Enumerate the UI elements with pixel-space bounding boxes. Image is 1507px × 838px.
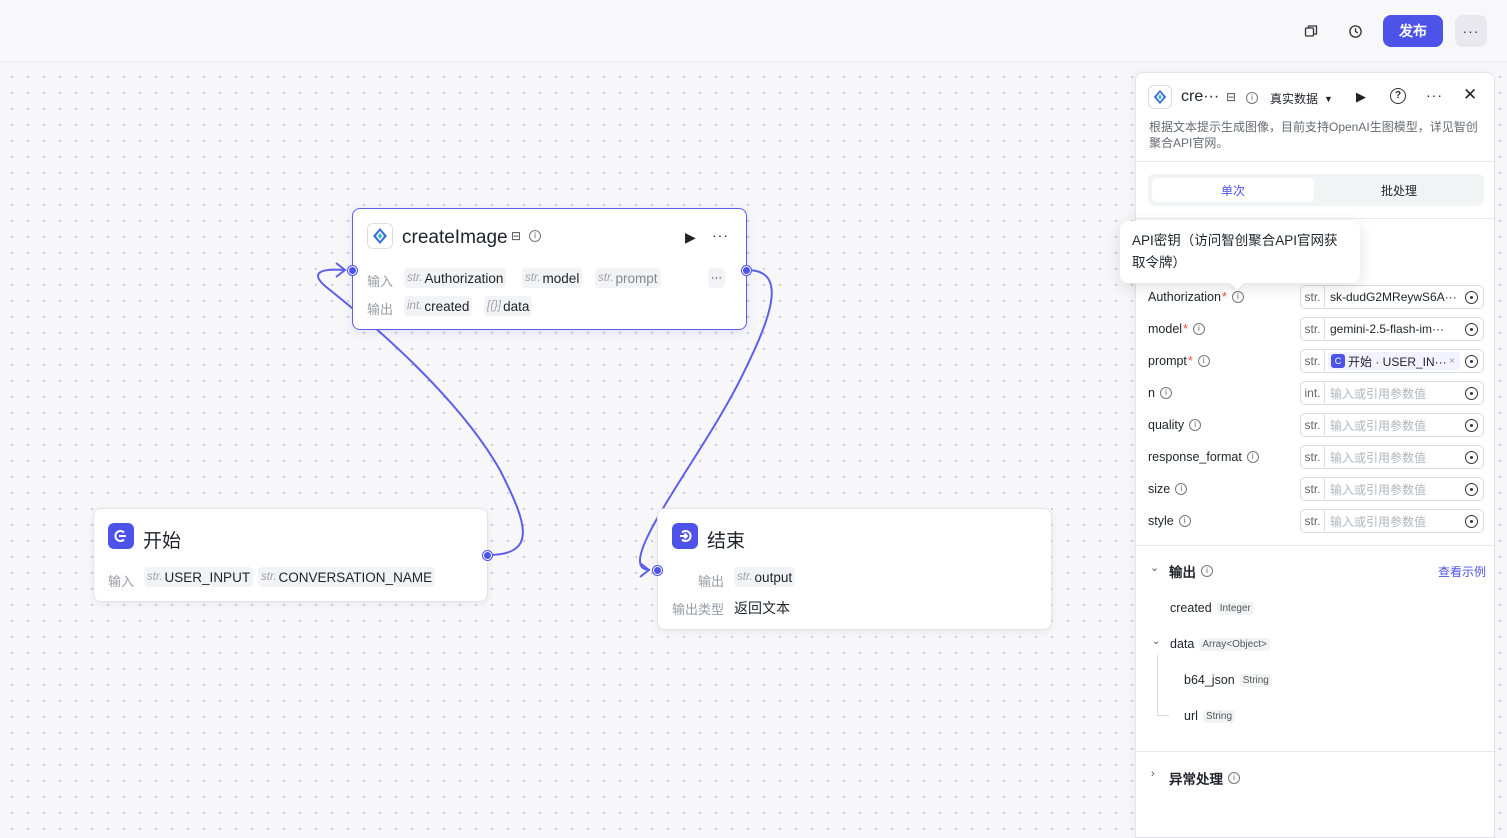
tab-single[interactable]: 单次 [1152, 178, 1314, 202]
authorization-input[interactable]: str.sk-dudG2MReywS6A··· [1300, 285, 1484, 309]
variable-ref-icon [1465, 450, 1478, 464]
node-config-panel: cre··· ⊟ i 真实数据 ▼ ▶ ? ··· ✕ 根据文本提示生成图像，目… [1135, 72, 1495, 838]
more-inputs-icon[interactable]: ··· [708, 268, 725, 288]
view-example-link[interactable]: 查看示例 [1438, 565, 1487, 579]
output-param-tag: [{}]data [484, 296, 533, 316]
chevron-down-icon[interactable]: ⌄ [1152, 636, 1161, 647]
createimage-node[interactable]: createImage ⊟ i ▶ ··· 输入 str.Authorizati… [348, 208, 751, 330]
n-input[interactable]: int.输入或引用参数值 [1300, 381, 1484, 405]
panel-title: cre··· [1181, 88, 1220, 105]
data-mode-select[interactable]: 真实数据 ▼ [1270, 90, 1333, 107]
response-format-input[interactable]: str.输入或引用参数值 [1300, 445, 1484, 469]
chevron-right-icon[interactable]: › [1151, 768, 1155, 780]
output-type-label: 输出类型 [672, 602, 725, 617]
data-mode-value: 真实数据 [1270, 92, 1319, 106]
help-icon[interactable]: ? [1390, 88, 1406, 104]
output-label: 输出 [367, 302, 394, 317]
variable-ref-icon [1465, 514, 1478, 528]
node-more-icon[interactable]: ··· [712, 227, 729, 243]
end-icon [672, 523, 698, 549]
param-label-model: model*i [1148, 322, 1205, 336]
storage-icon: ⊟ [511, 229, 522, 243]
input-param-tag: str.prompt [595, 268, 661, 288]
remove-icon: × [1449, 355, 1455, 367]
quality-input[interactable]: str.输入或引用参数值 [1300, 413, 1484, 437]
output-type-value: 返回文本 [734, 600, 790, 616]
tab-batch[interactable]: 批处理 [1380, 183, 1417, 198]
plugin-logo-icon [1148, 85, 1172, 109]
authorization-tooltip: API密钥（访问智创聚合API官网获取令牌） [1120, 221, 1360, 283]
panel-more-icon[interactable]: ··· [1426, 87, 1443, 103]
output-port[interactable] [742, 266, 751, 275]
run-node-icon[interactable]: ▶ [685, 229, 696, 245]
storage-icon: ⊟ [1226, 90, 1237, 104]
output-port[interactable] [483, 551, 492, 560]
input-label: 输入 [367, 274, 394, 289]
variable-ref-icon [1465, 354, 1478, 368]
start-icon: C [1331, 354, 1345, 368]
input-param-tag: str.CONVERSATION_NAME [258, 567, 436, 587]
history-icon[interactable] [1344, 20, 1366, 42]
input-port[interactable] [348, 266, 357, 275]
chevron-down-icon[interactable]: ⌄ [1150, 562, 1160, 574]
model-input[interactable]: str.gemini-2.5-flash-im··· [1300, 317, 1484, 341]
size-input[interactable]: str.输入或引用参数值 [1300, 477, 1484, 501]
publish-button[interactable]: 发布 [1383, 15, 1443, 47]
run-icon[interactable]: ▶ [1356, 89, 1366, 104]
variable-ref-icon [1465, 418, 1478, 432]
caret-down-icon: ▼ [1324, 93, 1333, 104]
node-description: 根据文本提示生成图像，目前支持OpenAI生图模型，详见智创聚合API官网。 [1149, 120, 1478, 150]
variable-ref-icon [1465, 386, 1478, 400]
param-label-authorization: Authorization*i [1148, 290, 1244, 304]
style-input[interactable]: str.输入或引用参数值 [1300, 509, 1484, 533]
plugin-logo-icon [367, 223, 393, 249]
variable-ref-icon [1465, 290, 1478, 304]
variable-ref-icon [1465, 482, 1478, 496]
end-node[interactable]: 结束 输出 str.output 输出类型 返回文本 [653, 508, 1052, 630]
node-title: createImage [402, 227, 508, 248]
info-icon[interactable]: i [1246, 92, 1258, 104]
variable-ref-icon [1465, 322, 1478, 336]
input-label: 输入 [108, 574, 135, 589]
input-port[interactable] [653, 566, 662, 575]
more-options-button[interactable]: ··· [1455, 15, 1487, 47]
output-label: 输出 [698, 574, 725, 589]
node-title: 开始 [143, 531, 182, 552]
output-param-tag: int.created [404, 296, 473, 316]
start-node[interactable]: 开始 输入 str.USER_INPUT str.CONVERSATION_NA… [93, 508, 492, 602]
run-mode-tabs: 单次 批处理 [1148, 174, 1484, 206]
top-toolbar: 发布 ··· [0, 0, 1507, 62]
copy-icon[interactable] [1300, 20, 1322, 42]
input-param-tag: str.USER_INPUT [144, 567, 254, 587]
input-param-tag: str.Authorization [404, 268, 507, 288]
output-param-tag: str.output [734, 567, 796, 587]
param-label-prompt: prompt*i [1148, 354, 1210, 368]
node-title: 结束 [707, 531, 746, 552]
info-icon[interactable]: i [529, 230, 541, 242]
close-icon[interactable]: ✕ [1463, 85, 1478, 104]
start-icon [108, 523, 134, 549]
input-param-tag: str.model [522, 268, 583, 288]
